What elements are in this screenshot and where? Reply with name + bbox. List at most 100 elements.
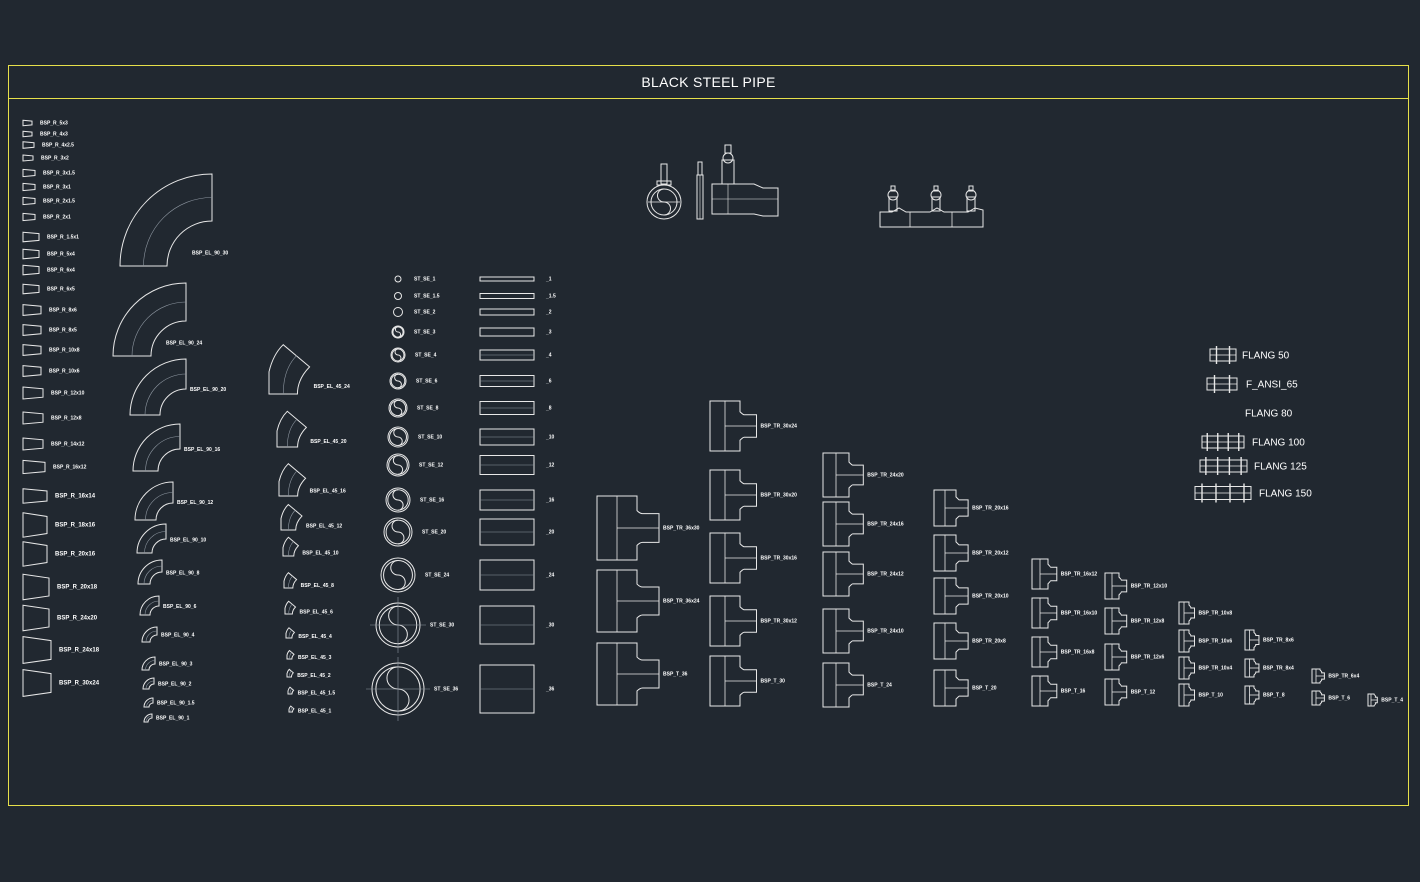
reducer-fitting: BSP_R_4x3	[22, 130, 68, 137]
tee-fitting: BSP_TR_8x4	[1244, 658, 1294, 678]
fitting-label: BSP_TR_12x10	[1131, 583, 1168, 589]
reducer-shape	[22, 154, 34, 162]
fitting-label: BSP_TR_8x6	[1263, 637, 1294, 643]
fitting-label: ST_SE_30	[430, 622, 454, 628]
tee-shape	[1104, 643, 1128, 671]
fitting-label: BSP_T_4	[1381, 697, 1403, 703]
elbow-centerline	[145, 436, 181, 472]
reducer-shape	[22, 182, 36, 192]
tee-fitting: BSP_TR_24x10	[822, 608, 904, 654]
reducer-fitting: BSP_R_3x1.5	[22, 168, 75, 178]
fitting-label: BSP_EL_90_30	[192, 250, 228, 256]
elbow-45: BSP_EL_45_3	[286, 649, 332, 661]
elbow-shape	[134, 481, 174, 521]
reducer-shape	[22, 248, 40, 260]
elbow-centerline	[288, 470, 298, 497]
tee-fitting: BSP_T_4	[1367, 693, 1403, 707]
fitting-label: ST_SE_4	[415, 352, 437, 358]
elbow-45: BSP_EL_45_24	[268, 344, 350, 395]
elbow-45: BSP_EL_45_12	[280, 503, 342, 531]
elbow-centerline	[286, 418, 298, 448]
reducer-shape	[22, 437, 44, 451]
elbow-90: BSP_EL_90_12	[134, 481, 213, 521]
fitting-label: _36	[545, 686, 555, 692]
tee-shape	[596, 495, 660, 561]
tee-shape	[933, 622, 969, 660]
fitting-label: BSP_TR_24x12	[867, 571, 904, 577]
fitting-label: BSP_R_6x5	[47, 286, 75, 292]
tee-shape	[709, 655, 757, 707]
section-outer	[380, 557, 416, 593]
elbow-centerline	[288, 670, 292, 678]
reducer-fitting: BSP_R_2x1	[22, 212, 71, 222]
pipe-hanger-assembly	[646, 144, 779, 220]
reducer-shape	[22, 386, 44, 400]
fitting-label: ST_SE_36	[434, 686, 458, 692]
fitting-label: _8	[545, 405, 552, 411]
elbow-90: BSP_EL_90_2	[142, 677, 192, 690]
reducer-shape	[22, 541, 48, 567]
fitting-label: _12	[545, 462, 555, 468]
tee-shape	[1178, 601, 1195, 625]
fitting-label: BSP_R_18x16	[55, 523, 96, 529]
tee-group-7: BSP_TR_10x8BSP_TR_10x6BSP_TR_10x4BSP_T_1…	[1178, 601, 1233, 707]
reducer-shape	[22, 604, 50, 632]
elbow-shape	[141, 626, 158, 643]
pipe-body	[479, 276, 535, 282]
fitting-label: BSP_EL_45_16	[310, 488, 346, 494]
tee-fitting: BSP_TR_20x16	[933, 489, 1009, 527]
fitting-label: BSP_R_3x2	[41, 155, 69, 161]
straight-pipe: _1.5	[479, 293, 556, 299]
fitting-label: _10	[545, 434, 555, 440]
tee-shape	[1104, 678, 1128, 706]
fitting-label: BSP_T_6	[1328, 695, 1350, 701]
elbow-centerline	[289, 652, 292, 660]
section-outer	[383, 517, 413, 547]
pipe-section: ST_SE_1	[394, 275, 436, 283]
fitting-label: BSP_R_8x5	[49, 327, 77, 333]
section-outer	[394, 275, 402, 283]
fitting-label: ST_SE_12	[419, 462, 443, 468]
section-symbol	[391, 519, 405, 545]
fitting-label: BSP_EL_90_16	[184, 447, 220, 453]
flange-label: FLANG 125	[1254, 462, 1307, 473]
reducer-fitting: BSP_R_3x2	[22, 154, 69, 162]
fitting-label: BSP_TR_30x12	[761, 618, 798, 624]
manifold-stem	[933, 185, 939, 192]
straight-pipe: _30	[479, 605, 555, 645]
straight-pipe: _20	[479, 518, 555, 546]
section-outer	[388, 398, 408, 418]
reducer-fitting: BSP_R_10x6	[22, 365, 80, 377]
manifold-assembly	[879, 185, 984, 228]
fitting-label: BSP_T_24	[867, 682, 892, 688]
elbow-45: BSP_EL_45_10	[282, 536, 339, 557]
manifold-stem	[968, 185, 974, 192]
reducer-fitting: BSP_R_8x6	[22, 304, 77, 316]
elbow-shape	[143, 713, 153, 723]
fitting-label: _20	[545, 529, 555, 535]
fitting-label: BSP_R_3x1.5	[43, 170, 75, 176]
manifold-stem	[890, 185, 896, 192]
fitting-label: BSP_TR_10x8	[1199, 610, 1233, 616]
tee-fitting: BSP_TR_10x6	[1178, 629, 1232, 653]
tee-shape	[1178, 629, 1195, 653]
reducer-fitting: BSP_R_4x2.5	[22, 141, 74, 149]
reducer-fitting: BSP_R_14x12	[22, 437, 85, 451]
fitting-label: BSP_T_16	[1061, 688, 1086, 694]
elbow-90: BSP_EL_90_30	[119, 173, 228, 267]
fitting-label: ST_SE_8	[417, 405, 439, 411]
fitting-label: BSP_EL_45_3	[298, 655, 332, 661]
elbow-shape	[285, 627, 296, 639]
fitting-label: BSP_TR_20x16	[972, 505, 1009, 511]
fitting-label: BSP_EL_45_6	[300, 609, 334, 615]
pipe-section: ST_SE_1.5	[394, 292, 440, 300]
elbow-90-column: BSP_EL_90_30BSP_EL_90_24BSP_EL_90_20BSP_…	[112, 173, 228, 723]
section-outer	[391, 325, 405, 339]
straight-pipe: _1	[479, 276, 552, 282]
flange-label: FLANG 50	[1242, 351, 1290, 362]
reducer-fitting: BSP_R_2x1.5	[22, 196, 75, 206]
fitting-label: BSP_TR_36x30	[663, 525, 700, 531]
fitting-label: BSP_R_12x8	[51, 415, 82, 421]
elbow-shape	[129, 358, 187, 416]
elbow-45: BSP_EL_45_8	[283, 572, 334, 589]
